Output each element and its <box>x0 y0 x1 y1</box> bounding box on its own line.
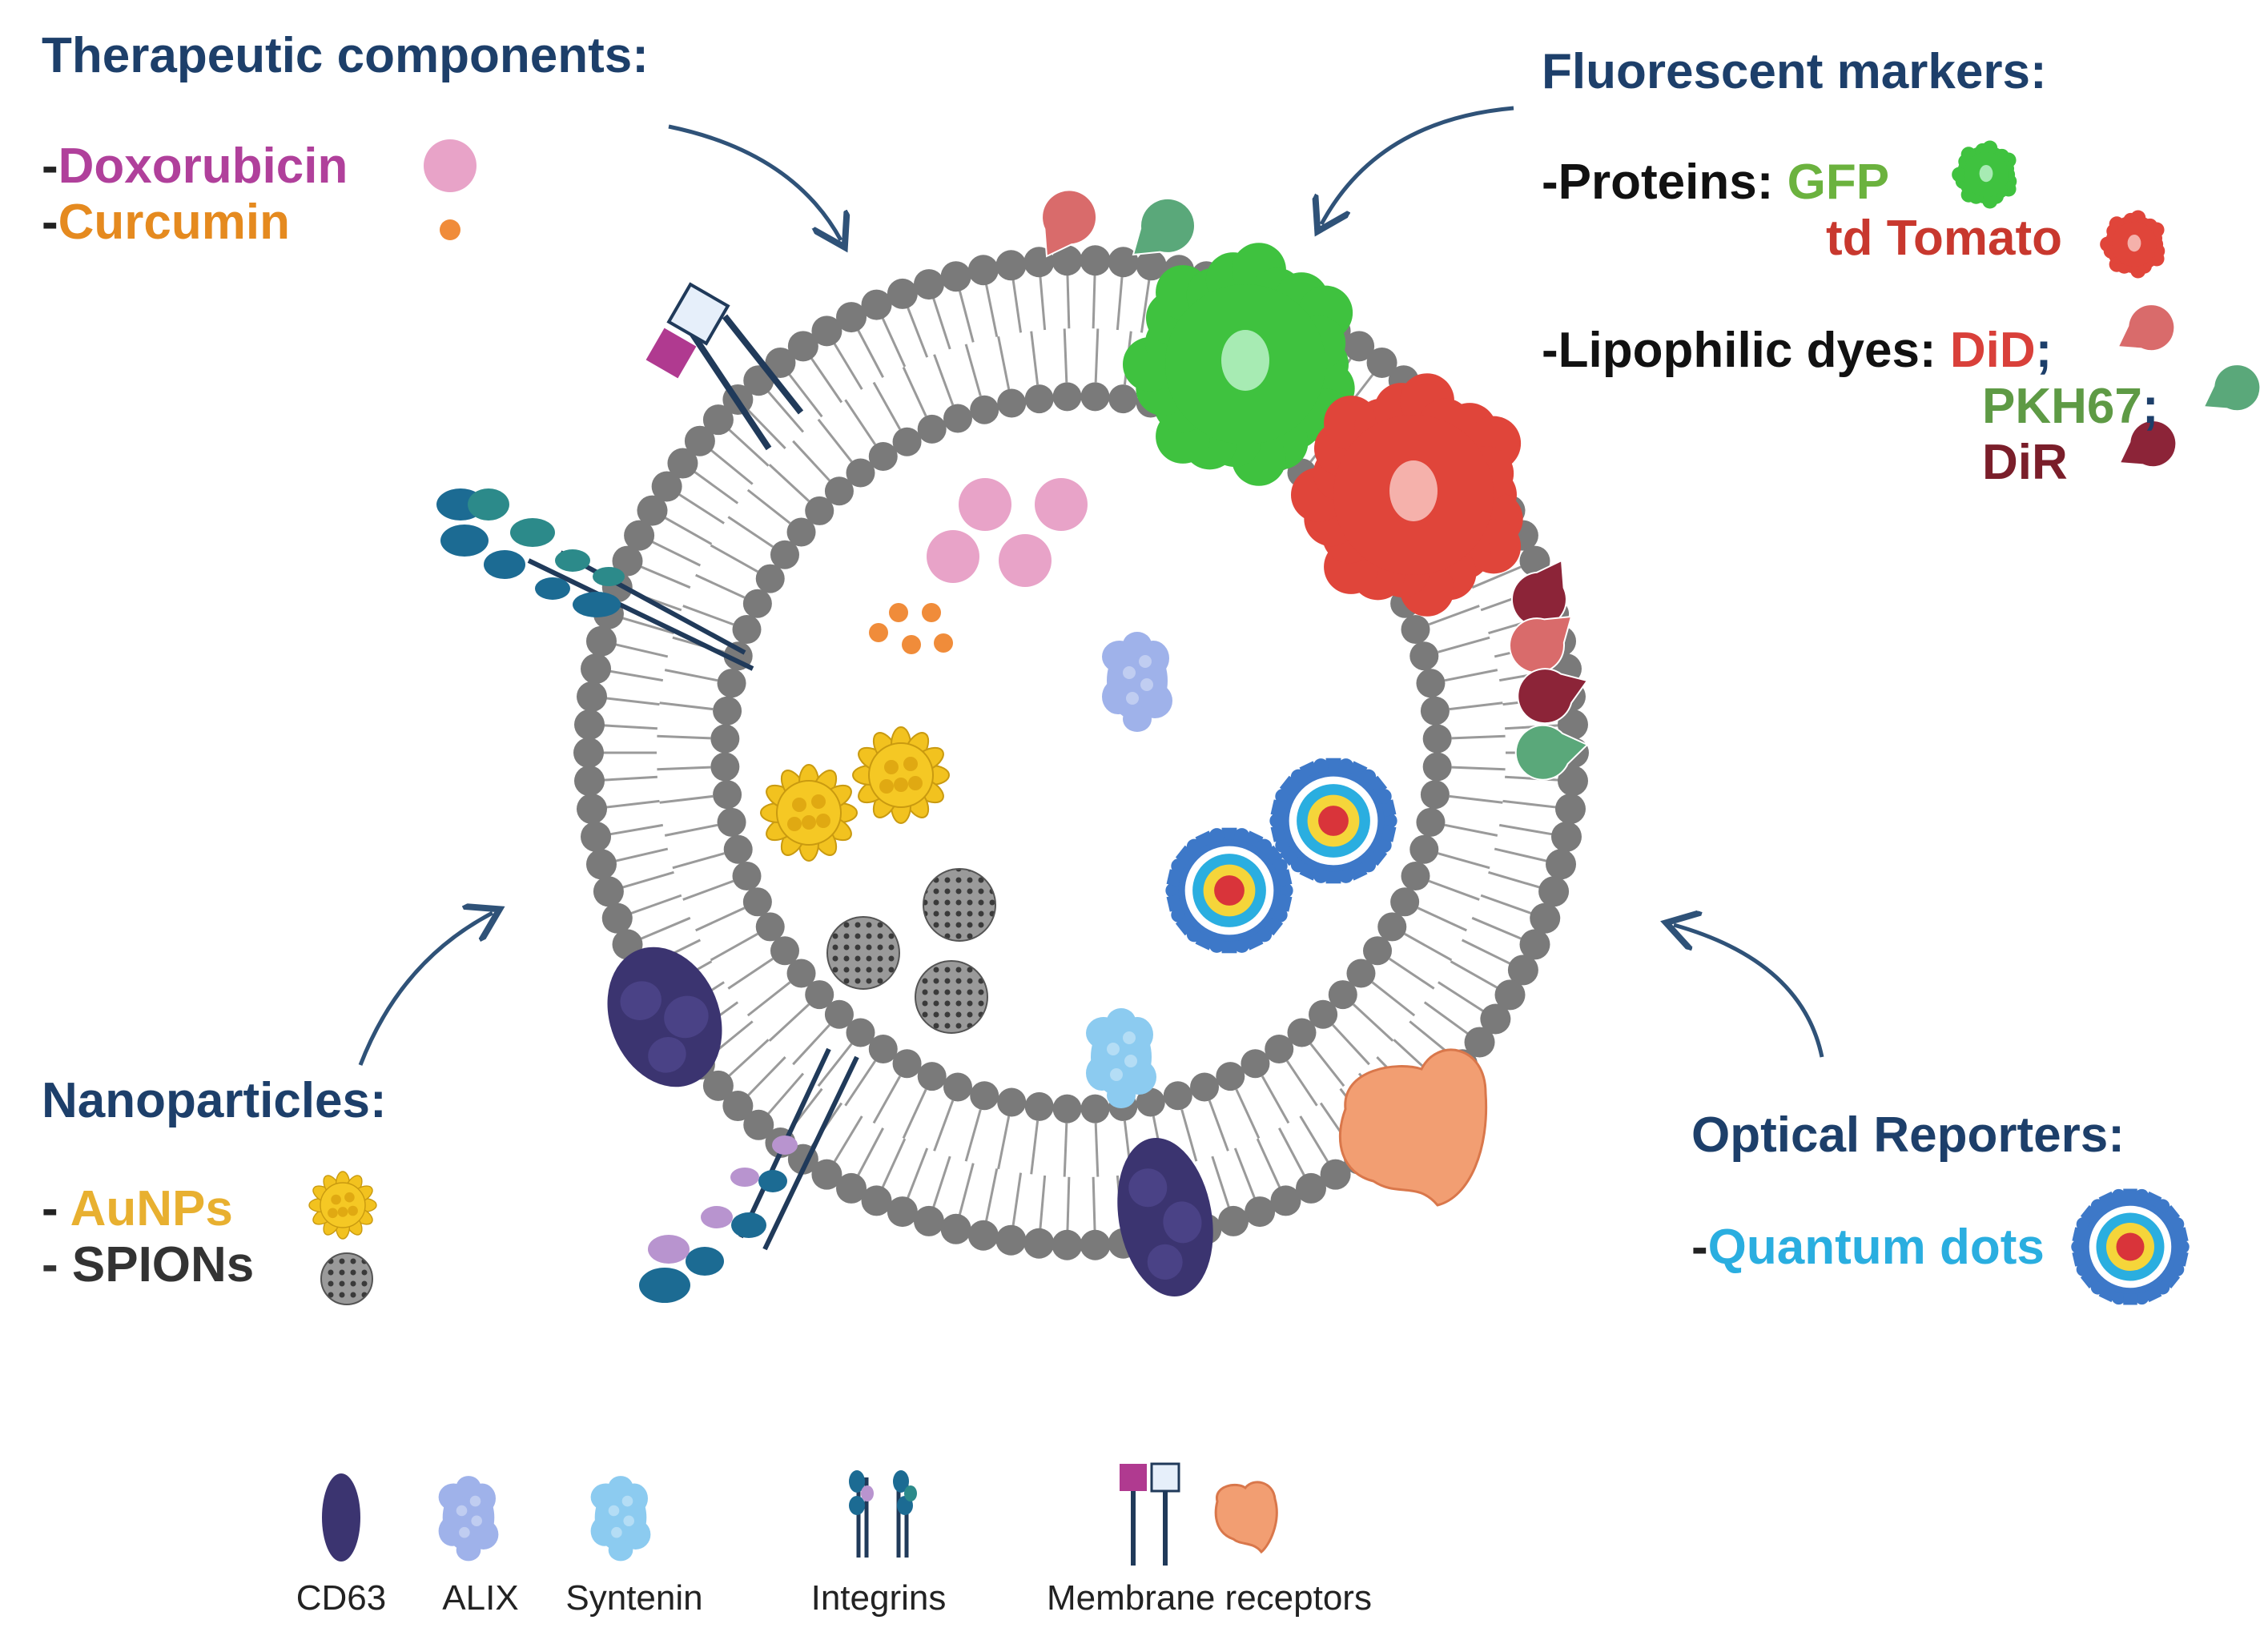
aunp-particle <box>760 764 858 862</box>
membrane-receptors-legend-icon <box>1120 1462 1278 1566</box>
doxorubicin-icon <box>424 139 477 192</box>
legend-membrane-receptors: Membrane receptors <box>1047 1578 1372 1618</box>
legend-alix: ALIX <box>442 1578 518 1618</box>
curcumin-cargo <box>869 603 953 654</box>
cd63-legend-icon <box>322 1473 360 1562</box>
arrow-therapeutic <box>668 124 841 240</box>
optical-heading: Optical Reporters: <box>1691 1107 2125 1163</box>
arrow-optical <box>1674 925 1824 1058</box>
spions-icon <box>320 1252 373 1305</box>
proteins-item: -Proteins: GFP <box>1542 155 1889 210</box>
legend-cd63: CD63 <box>296 1578 387 1618</box>
integrin-top-left <box>436 488 754 671</box>
dir-item: DiR <box>1982 435 2068 490</box>
aunps-item: - AuNPs <box>42 1181 233 1236</box>
curcumin-icon <box>440 219 460 240</box>
aunps-icon <box>308 1171 377 1240</box>
integrin-bottom <box>639 1047 859 1303</box>
quantum-dots <box>1165 758 1397 954</box>
quantum-dot <box>1165 827 1293 954</box>
doxorubicin-cargo <box>927 478 1088 587</box>
integrin-legend-icon <box>849 1470 917 1558</box>
pkh67-item: PKH67; <box>1982 379 2159 434</box>
arrow-fluorescent <box>1321 106 1514 224</box>
quantum-dots-item: -Quantum dots <box>1691 1220 2045 1275</box>
did-icon <box>2117 303 2176 352</box>
aunp-particle <box>852 726 950 824</box>
therapeutic-heading: Therapeutic components: <box>42 28 649 83</box>
lipophilic-dyes-on-membrane <box>1041 189 1589 781</box>
syntenin-protein <box>1086 1008 1156 1108</box>
alix-protein <box>1102 632 1172 732</box>
syntenin-legend-icon <box>590 1476 651 1562</box>
curcumin-item: -Curcumin <box>42 195 290 250</box>
legend-syntenin: Syntenin <box>565 1578 702 1618</box>
quantum-dots-icon <box>2071 1188 2190 1305</box>
pkh67-icon <box>2202 364 2262 412</box>
membrane-receptor-orange <box>1339 1048 1488 1207</box>
quantum-dot <box>1269 758 1397 884</box>
arrow-nanoparticles <box>358 913 493 1066</box>
gfp-membrane <box>1123 243 1355 486</box>
lipophilic-dyes-item: -Lipophilic dyes: DiD; <box>1542 323 2052 378</box>
legend-integrins: Integrins <box>811 1578 947 1618</box>
cd63-top-left <box>607 947 722 1087</box>
td-tomato-item: td Tomato <box>1826 211 2062 266</box>
td-tomato-membrane <box>1291 373 1523 617</box>
membrane-receptor-pair <box>645 282 804 451</box>
arrows <box>358 106 1824 1066</box>
fluorescent-heading: Fluorescent markers: <box>1542 44 2047 99</box>
cd63-bottom <box>1117 1138 1213 1296</box>
spions-item: - SPIONs <box>42 1237 254 1292</box>
doxorubicin-item: -Doxorubicin <box>42 139 348 194</box>
nanoparticles-heading: Nanoparticles: <box>42 1073 387 1128</box>
td-tomato-icon <box>2100 210 2165 279</box>
spions <box>826 868 996 1034</box>
gfp-icon <box>1952 140 2017 209</box>
alix-legend-icon <box>438 1476 499 1562</box>
dir-icon <box>2118 420 2178 468</box>
gold-nanoparticles <box>760 726 950 862</box>
